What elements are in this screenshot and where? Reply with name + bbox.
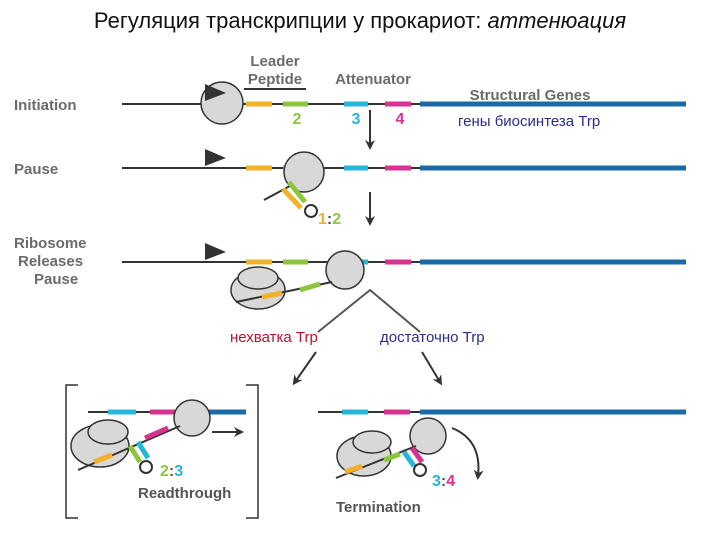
polymerase-arrow-pause — [205, 149, 226, 166]
polymerase-arrow-initiation — [205, 84, 226, 101]
arrow-to-readthrough — [292, 351, 317, 386]
pair-label-1-2: 1:2 — [318, 211, 341, 228]
rna-polymerase-pause — [283, 151, 325, 193]
bracket-right — [246, 384, 259, 519]
pair-label-3-4: 3:4 — [432, 473, 455, 490]
split-lines — [317, 288, 421, 333]
arrow-to-termination — [421, 351, 443, 386]
rna-polymerase-release — [325, 250, 365, 290]
segment-1-termination-rna — [344, 463, 363, 475]
segment-1-readthrough-rna — [93, 452, 113, 465]
hairpin-segment-1-pause — [281, 187, 303, 210]
hairpin-segment-2-pause — [287, 180, 307, 204]
hairpin-loop-3-4 — [413, 463, 427, 477]
hairpin-segment-3-termination — [401, 450, 417, 468]
page-title: Регуляция транскрипции у прокариот: атте… — [0, 8, 720, 34]
segment-1-release-rna — [261, 290, 283, 300]
label-trp-lack: нехватка Trp — [230, 329, 318, 346]
header-peptide: Peptide — [248, 71, 302, 88]
row-label-releases: Releases — [18, 253, 83, 270]
header-leader: Leader — [250, 53, 299, 70]
label-segment-4: 4 — [396, 111, 405, 128]
label-readthrough: Readthrough — [138, 485, 231, 502]
hairpin-loop-1-2 — [304, 204, 318, 218]
title-italic: аттенюация — [487, 8, 627, 33]
header-attenuator: Attenuator — [335, 71, 411, 88]
label-segment-3: 3 — [352, 111, 361, 128]
row-label-pause-2: Pause — [34, 271, 78, 288]
pair-label-2-3: 2:3 — [160, 463, 183, 480]
hairpin-segment-4-termination — [409, 446, 425, 464]
hairpin-segment-2-readthrough — [127, 444, 143, 464]
segment-2-release-rna — [299, 281, 321, 293]
title-main: Регуляция транскрипции у прокариот: — [93, 8, 488, 33]
arrow-polymerase-release — [451, 427, 484, 480]
polymerase-arrow-release — [205, 243, 226, 260]
segment-2-termination-rna — [383, 451, 401, 463]
row-label-pause: Pause — [14, 161, 58, 178]
bracket-left — [65, 384, 78, 519]
label-segment-2: 2 — [293, 111, 302, 128]
segment-4-readthrough-rna — [144, 425, 169, 441]
label-trp-genes: гены биосинтеза Trp — [458, 113, 600, 130]
rna-polymerase-termination — [409, 417, 447, 455]
ribosome-small-readthrough — [87, 419, 129, 445]
rna-polymerase-readthrough — [173, 399, 211, 437]
ribosome-small-release — [237, 266, 279, 290]
label-termination: Termination — [336, 499, 421, 516]
row-label-ribosome: Ribosome — [14, 235, 87, 252]
hairpin-segment-3-readthrough — [135, 440, 151, 460]
header-structural-genes: Structural Genes — [470, 87, 591, 104]
hairpin-loop-2-3 — [139, 460, 153, 474]
label-trp-enough: достаточно Trp — [380, 329, 485, 346]
ribosome-small-termination — [352, 430, 392, 454]
row-label-initiation: Initiation — [14, 97, 77, 114]
